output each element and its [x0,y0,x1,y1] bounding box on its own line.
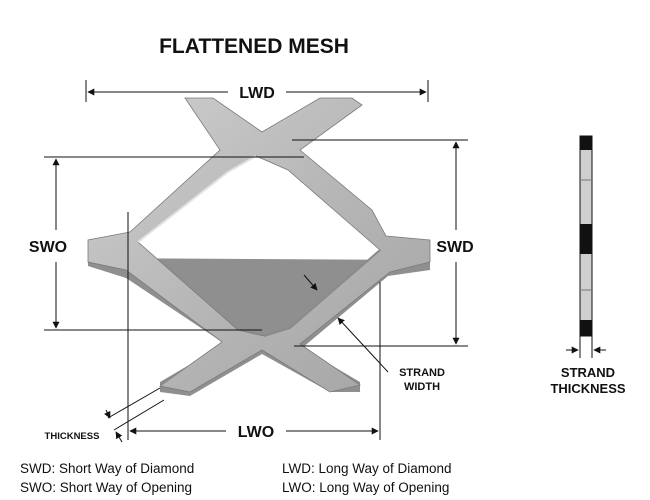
lwo-dimension: LWO [127,212,381,441]
strand-width-label-line1: STRAND [399,367,445,379]
swo-label: SWO [29,239,67,256]
lwd-dimension: LWD [85,80,429,102]
legend: SWD: Short Way of Diamond SWO: Short Way… [20,461,452,495]
strand-thickness-label-line2: THICKNESS [550,381,625,396]
legend-lwo: LWO: Long Way of Opening [282,480,449,495]
swd-dimension: SWD [292,139,474,347]
strand-width-label-line2: WIDTH [404,381,440,393]
strand-profile: STRAND THICKNESS [550,135,626,396]
mesh-strand-body [87,97,431,396]
swd-label: SWD [436,239,473,256]
thickness-label: THICKNESS [45,431,100,442]
swo-dimension: SWO [29,156,304,331]
legend-swd: SWD: Short Way of Diamond [20,461,194,476]
strand-width-indicator: STRAND WIDTH [303,274,445,393]
lwd-label: LWD [239,85,275,102]
lwo-label: LWO [238,424,274,441]
thickness-indicator: THICKNESS [45,387,165,443]
legend-swo: SWO: Short Way of Opening [20,480,192,495]
diagram-title: FLATTENED MESH [159,35,349,58]
legend-lwd: LWD: Long Way of Diamond [282,461,452,476]
strand-thickness-label-line1: STRAND [561,365,615,380]
